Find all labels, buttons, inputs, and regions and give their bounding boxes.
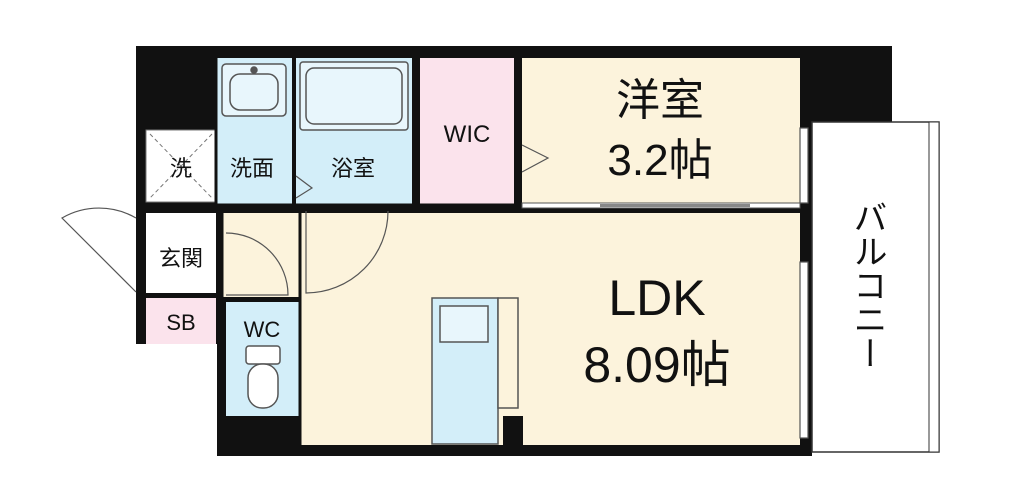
windows (799, 127, 809, 439)
notch-left-bottom (136, 344, 217, 456)
sliding-door (521, 202, 801, 209)
ldk-size: 8.09帖 (583, 337, 730, 393)
western-room-area (522, 58, 800, 204)
wic-label: WIC (444, 121, 491, 148)
laundry-label: 洗 (170, 157, 192, 182)
bathroom-label: 浴室 (331, 157, 375, 182)
ldk-area (300, 213, 800, 445)
balcony-rail (928, 121, 940, 453)
shoe-box-label: SB (166, 310, 195, 335)
balcony-area (811, 121, 940, 453)
balcony-label: バルコニー (847, 200, 887, 370)
western-room-name: 洋室 (616, 75, 704, 126)
entrance-area (146, 213, 216, 293)
doors (61, 144, 550, 296)
ldk-wall-stub (503, 416, 523, 446)
shoe-box-area (146, 298, 216, 344)
wic-area (420, 58, 514, 204)
bathtub-icon (299, 61, 409, 131)
hall-area (222, 213, 300, 297)
western-room-size: 3.2帖 (607, 136, 712, 185)
laundry-pan (149, 133, 213, 199)
toilet-label: WC (244, 317, 281, 342)
kitchen-counter (431, 297, 519, 445)
wash-basin-icon (221, 63, 287, 117)
washroom-label: 洗面 (230, 157, 274, 182)
ldk-name: LDK (608, 270, 705, 326)
entrance-label: 玄関 (159, 247, 203, 272)
toilet-icon (245, 345, 281, 409)
